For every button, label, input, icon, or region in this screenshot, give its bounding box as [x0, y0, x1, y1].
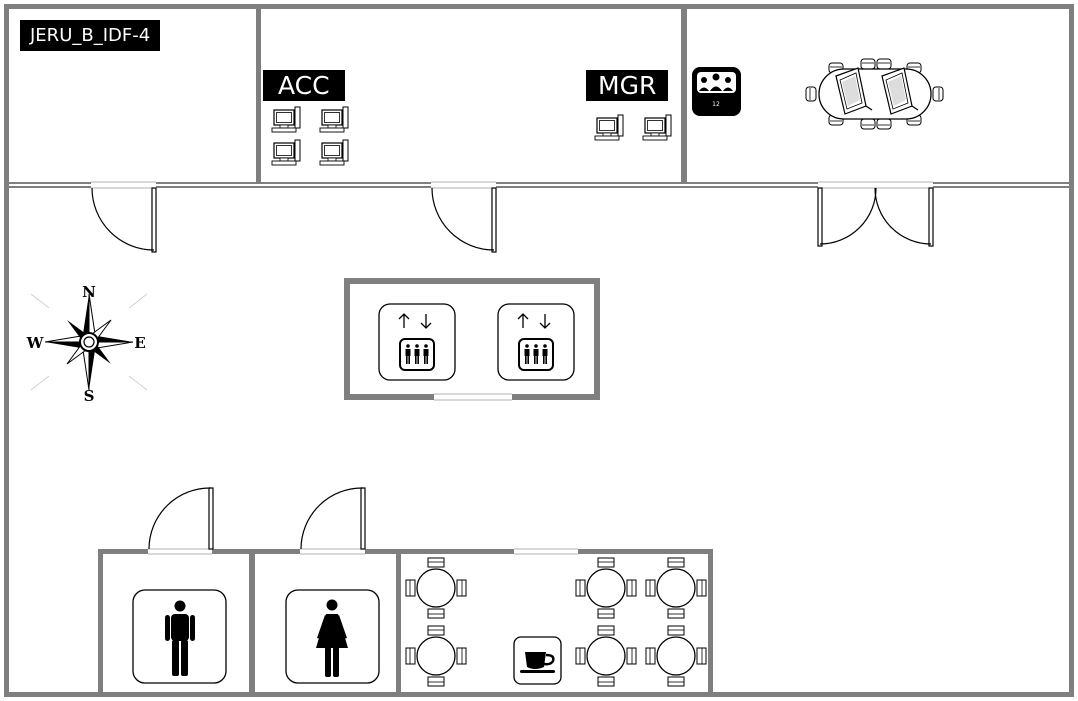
compass-east: E: [134, 334, 145, 352]
conference-computer-icon: [835, 67, 873, 115]
door-opening: [148, 549, 212, 554]
compass-west: W: [26, 334, 45, 352]
computer-icon: [594, 114, 624, 141]
conference-capacity: 12: [712, 101, 720, 108]
computer-icon: [271, 139, 301, 166]
elevator-icon: [497, 303, 575, 381]
compass-south: S: [84, 387, 95, 405]
wall-segment: [396, 549, 401, 692]
manager-room-label: MGR: [586, 70, 669, 101]
door-opening: [431, 182, 496, 188]
women-restroom-icon: [285, 589, 380, 684]
door-opening: [514, 549, 578, 554]
conference-computer-icon: [881, 67, 919, 115]
accounting-room-label: ACC: [263, 70, 345, 101]
coffee-cup-icon: [513, 636, 562, 685]
wall-segment: [708, 549, 713, 692]
door-opening: [91, 182, 156, 188]
double-door-swing: [817, 187, 934, 247]
door-swing: [91, 187, 157, 253]
wall-segment: [681, 9, 687, 186]
elevator-icon: [378, 303, 456, 381]
compass-rose-icon: [30, 293, 148, 391]
wall-segment: [98, 549, 713, 554]
computer-icon: [271, 106, 301, 133]
compass-north: N: [82, 283, 96, 301]
elevator-door-opening: [434, 393, 512, 401]
door-swing: [431, 187, 497, 253]
room-id-label: JERU_B_IDF-4: [20, 20, 161, 51]
computer-icon: [319, 139, 349, 166]
door-opening: [818, 182, 933, 188]
computer-icon: [319, 106, 349, 133]
door-swing: [148, 487, 214, 550]
wall-segment: [98, 549, 103, 692]
conference-room-icon: [692, 67, 741, 116]
computer-icon: [642, 114, 672, 141]
door-swing: [300, 487, 366, 550]
wall-segment: [256, 9, 261, 186]
door-opening: [300, 549, 365, 554]
wall-segment: [249, 549, 255, 692]
men-restroom-icon: [132, 589, 227, 684]
